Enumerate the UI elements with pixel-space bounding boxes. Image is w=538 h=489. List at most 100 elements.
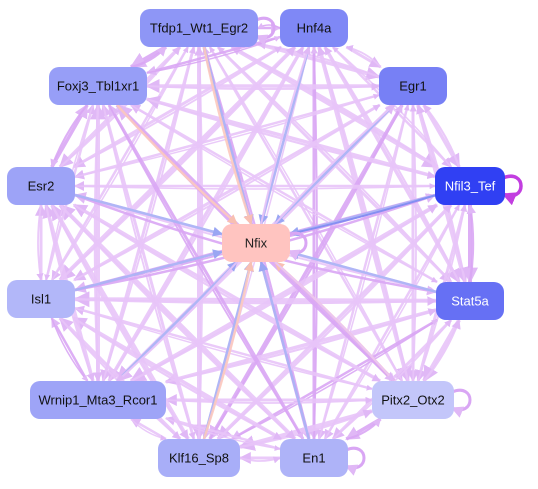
node-en1[interactable]: En1 xyxy=(280,439,348,477)
edge-wrnip1-pitx2 xyxy=(165,396,373,404)
edge-foxj3-en1 xyxy=(108,104,304,440)
self-loop-tfdp1 xyxy=(254,16,276,46)
node-label-klf16: Klf16_Sp8 xyxy=(169,451,229,466)
node-box-en1 xyxy=(280,439,348,477)
edge-egr1-isl1 xyxy=(73,103,381,282)
node-esr2[interactable]: Esr2 xyxy=(7,167,75,205)
edge-en1-foxj3 xyxy=(107,103,305,440)
edge-egr1-hnf4a xyxy=(345,45,382,68)
node-box-stat5a xyxy=(436,282,504,320)
edge-foxj3-tfdp1 xyxy=(130,46,167,69)
node-box-hnf4a xyxy=(280,9,348,47)
edge-wrnip1-stat5a xyxy=(165,308,437,383)
edge-pitx2-esr2 xyxy=(72,203,381,383)
edge-nfix-wrnip1 xyxy=(116,261,238,382)
node-box-pitx2 xyxy=(372,381,454,419)
node-box-esr2 xyxy=(7,167,75,205)
edge-nfil3-egr1 xyxy=(422,104,461,168)
edge-pitx2-tfdp1 xyxy=(209,46,403,382)
node-label-nfix: Nfix xyxy=(245,236,268,251)
node-label-tfdp1: Tfdp1_Wt1_Egr2 xyxy=(150,21,248,36)
node-layer: Tfdp1_Wt1_Egr2 Hnf4aEgr1Nfil3_TefStat5aPi… xyxy=(7,9,505,477)
edge-pitx2-isl1 xyxy=(74,305,373,391)
edge-stat5a-nfix xyxy=(289,249,437,294)
edge-nfil3-nfix-strong xyxy=(289,194,436,237)
edge-pitx2-stat5a xyxy=(422,319,461,382)
edge-hnf4a-nfix xyxy=(258,46,311,225)
edge-tfdp1-nfix-alt xyxy=(202,46,253,225)
edge-layer xyxy=(35,16,523,476)
node-label-stat5a: Stat5a xyxy=(451,294,489,309)
node-label-wrnip1: Wrnip1_Mta3_Rcor1 xyxy=(39,393,158,408)
edge-klf16-nfix-alt xyxy=(202,261,255,440)
edge-klf16-nfix xyxy=(202,261,254,440)
node-box-klf16 xyxy=(158,439,240,477)
edge-en1-nfix xyxy=(258,261,311,440)
edge-isl1-stat5a xyxy=(74,296,437,306)
node-label-en1: En1 xyxy=(302,451,325,466)
node-label-esr2: Esr2 xyxy=(28,179,55,194)
edge-esr2-isl1 xyxy=(36,204,44,281)
edge-wrnip1-hnf4a xyxy=(108,46,304,382)
node-isl1[interactable]: Isl1 xyxy=(7,280,75,318)
self-loop-en1 xyxy=(344,446,366,476)
edge-foxj3-nfix-alt xyxy=(116,104,238,225)
node-label-isl1: Isl1 xyxy=(31,292,51,307)
node-tfdp1[interactable]: Tfdp1_Wt1_Egr2 xyxy=(140,9,258,47)
edge-esr2-nfix xyxy=(74,193,223,237)
node-nfix[interactable]: Nfix xyxy=(222,224,290,262)
edge-wrnip1-nfix xyxy=(116,261,238,382)
edge-isl1-wrnip1 xyxy=(50,317,88,382)
edge-nfix-pitx2 xyxy=(274,261,395,382)
edge-wrnip1-klf16 xyxy=(130,418,167,441)
node-box-tfdp1 xyxy=(140,9,258,47)
edge-stat5a-isl1 xyxy=(73,291,437,308)
edge-klf16-tfdp1 xyxy=(194,46,205,440)
edge-klf16-egr1 xyxy=(209,104,404,440)
node-box-egr1 xyxy=(379,67,447,105)
edge-stat5a-foxj3 xyxy=(130,103,438,284)
edge-en1-pitx2 xyxy=(346,418,382,441)
edge-isl1-nfix xyxy=(74,249,223,292)
edge-foxj3-nfil3 xyxy=(146,98,436,180)
edge-nfil3-foxj3 xyxy=(145,95,436,179)
edge-foxj3-stat5a xyxy=(130,104,438,283)
node-klf16[interactable]: Klf16_Sp8 xyxy=(158,439,240,477)
node-box-foxj3 xyxy=(49,67,147,105)
edge-foxj3-wrnip1 xyxy=(92,104,103,382)
node-box-nfix xyxy=(222,224,290,262)
edge-esr2-klf16 xyxy=(50,204,190,440)
edge-nfil3-wrnip1 xyxy=(129,203,438,383)
edge-egr1-tfdp1 xyxy=(257,41,380,78)
node-stat5a[interactable]: Stat5a xyxy=(436,282,504,320)
edge-esr2-pitx2 xyxy=(73,204,381,382)
self-loop-nfix xyxy=(286,231,308,261)
edge-en1-hnf4a xyxy=(310,46,318,440)
edge-foxj3-esr2 xyxy=(50,104,89,168)
node-hnf4a[interactable]: Hnf4a xyxy=(280,9,348,47)
self-loop-pitx2 xyxy=(450,388,472,418)
edge-tfdp1-nfix xyxy=(202,46,254,225)
edge-en1-wrnip1 xyxy=(165,415,281,451)
node-box-wrnip1 xyxy=(30,381,166,419)
edge-nfix-hnf4a xyxy=(260,46,311,225)
edge-klf16-en1 xyxy=(239,456,281,464)
node-wrnip1[interactable]: Wrnip1_Mta3_Rcor1 xyxy=(30,381,166,419)
self-loop-nfil3 xyxy=(501,174,523,206)
node-label-nfil3: Nfil3_Tef xyxy=(445,179,496,194)
edge-stat5a-nfil3 xyxy=(466,204,477,283)
edge-stat5a-pitx2 xyxy=(422,319,461,383)
edge-esr2-foxj3 xyxy=(50,103,89,168)
edge-egr1-nfil3 xyxy=(422,104,461,169)
node-egr1[interactable]: Egr1 xyxy=(379,67,447,105)
edge-stat5a-wrnip1 xyxy=(164,308,437,386)
node-label-pitx2: Pitx2_Otx2 xyxy=(381,393,445,408)
node-foxj3[interactable]: Foxj3_Tbl1xr1 xyxy=(49,67,147,105)
node-label-foxj3: Foxj3_Tbl1xr1 xyxy=(57,79,139,94)
node-nfil3[interactable]: Nfil3_Tef xyxy=(435,167,505,205)
node-pitx2[interactable]: Pitx2_Otx2 xyxy=(372,381,454,419)
node-box-isl1 xyxy=(7,280,75,318)
node-label-hnf4a: Hnf4a xyxy=(297,21,332,36)
node-box-nfil3 xyxy=(435,167,505,205)
